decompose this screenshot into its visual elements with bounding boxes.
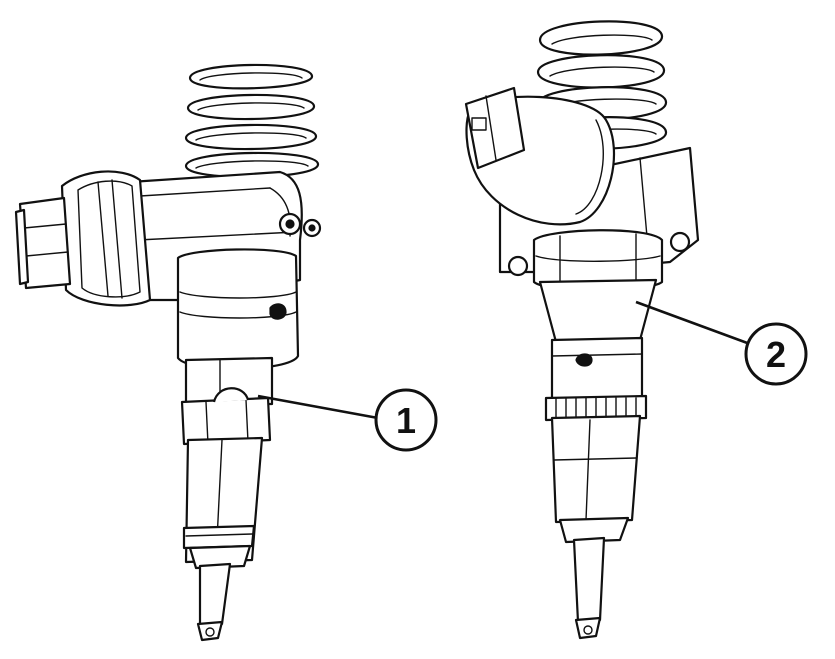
left-spring (184, 63, 320, 179)
injector-left (14, 63, 322, 642)
left-hex-nut (180, 387, 272, 446)
callout-2-label: 2 (766, 334, 786, 375)
callout-2-leader (635, 300, 751, 346)
callout-1: 1 (374, 388, 438, 452)
left-collar (176, 248, 300, 371)
callout-1-leader (257, 394, 379, 420)
right-nozzle-tip (572, 536, 606, 640)
callout-2: 2 (744, 322, 808, 386)
right-solenoid (464, 86, 616, 226)
left-solenoid-connector (14, 170, 152, 307)
injector-right (464, 20, 700, 640)
right-collar (538, 278, 658, 404)
callout-1-label: 1 (396, 400, 416, 441)
left-nozzle-body (182, 436, 264, 570)
right-knurled-ring (544, 394, 648, 422)
left-nozzle-tip (196, 562, 232, 642)
right-nozzle-body (550, 414, 642, 544)
